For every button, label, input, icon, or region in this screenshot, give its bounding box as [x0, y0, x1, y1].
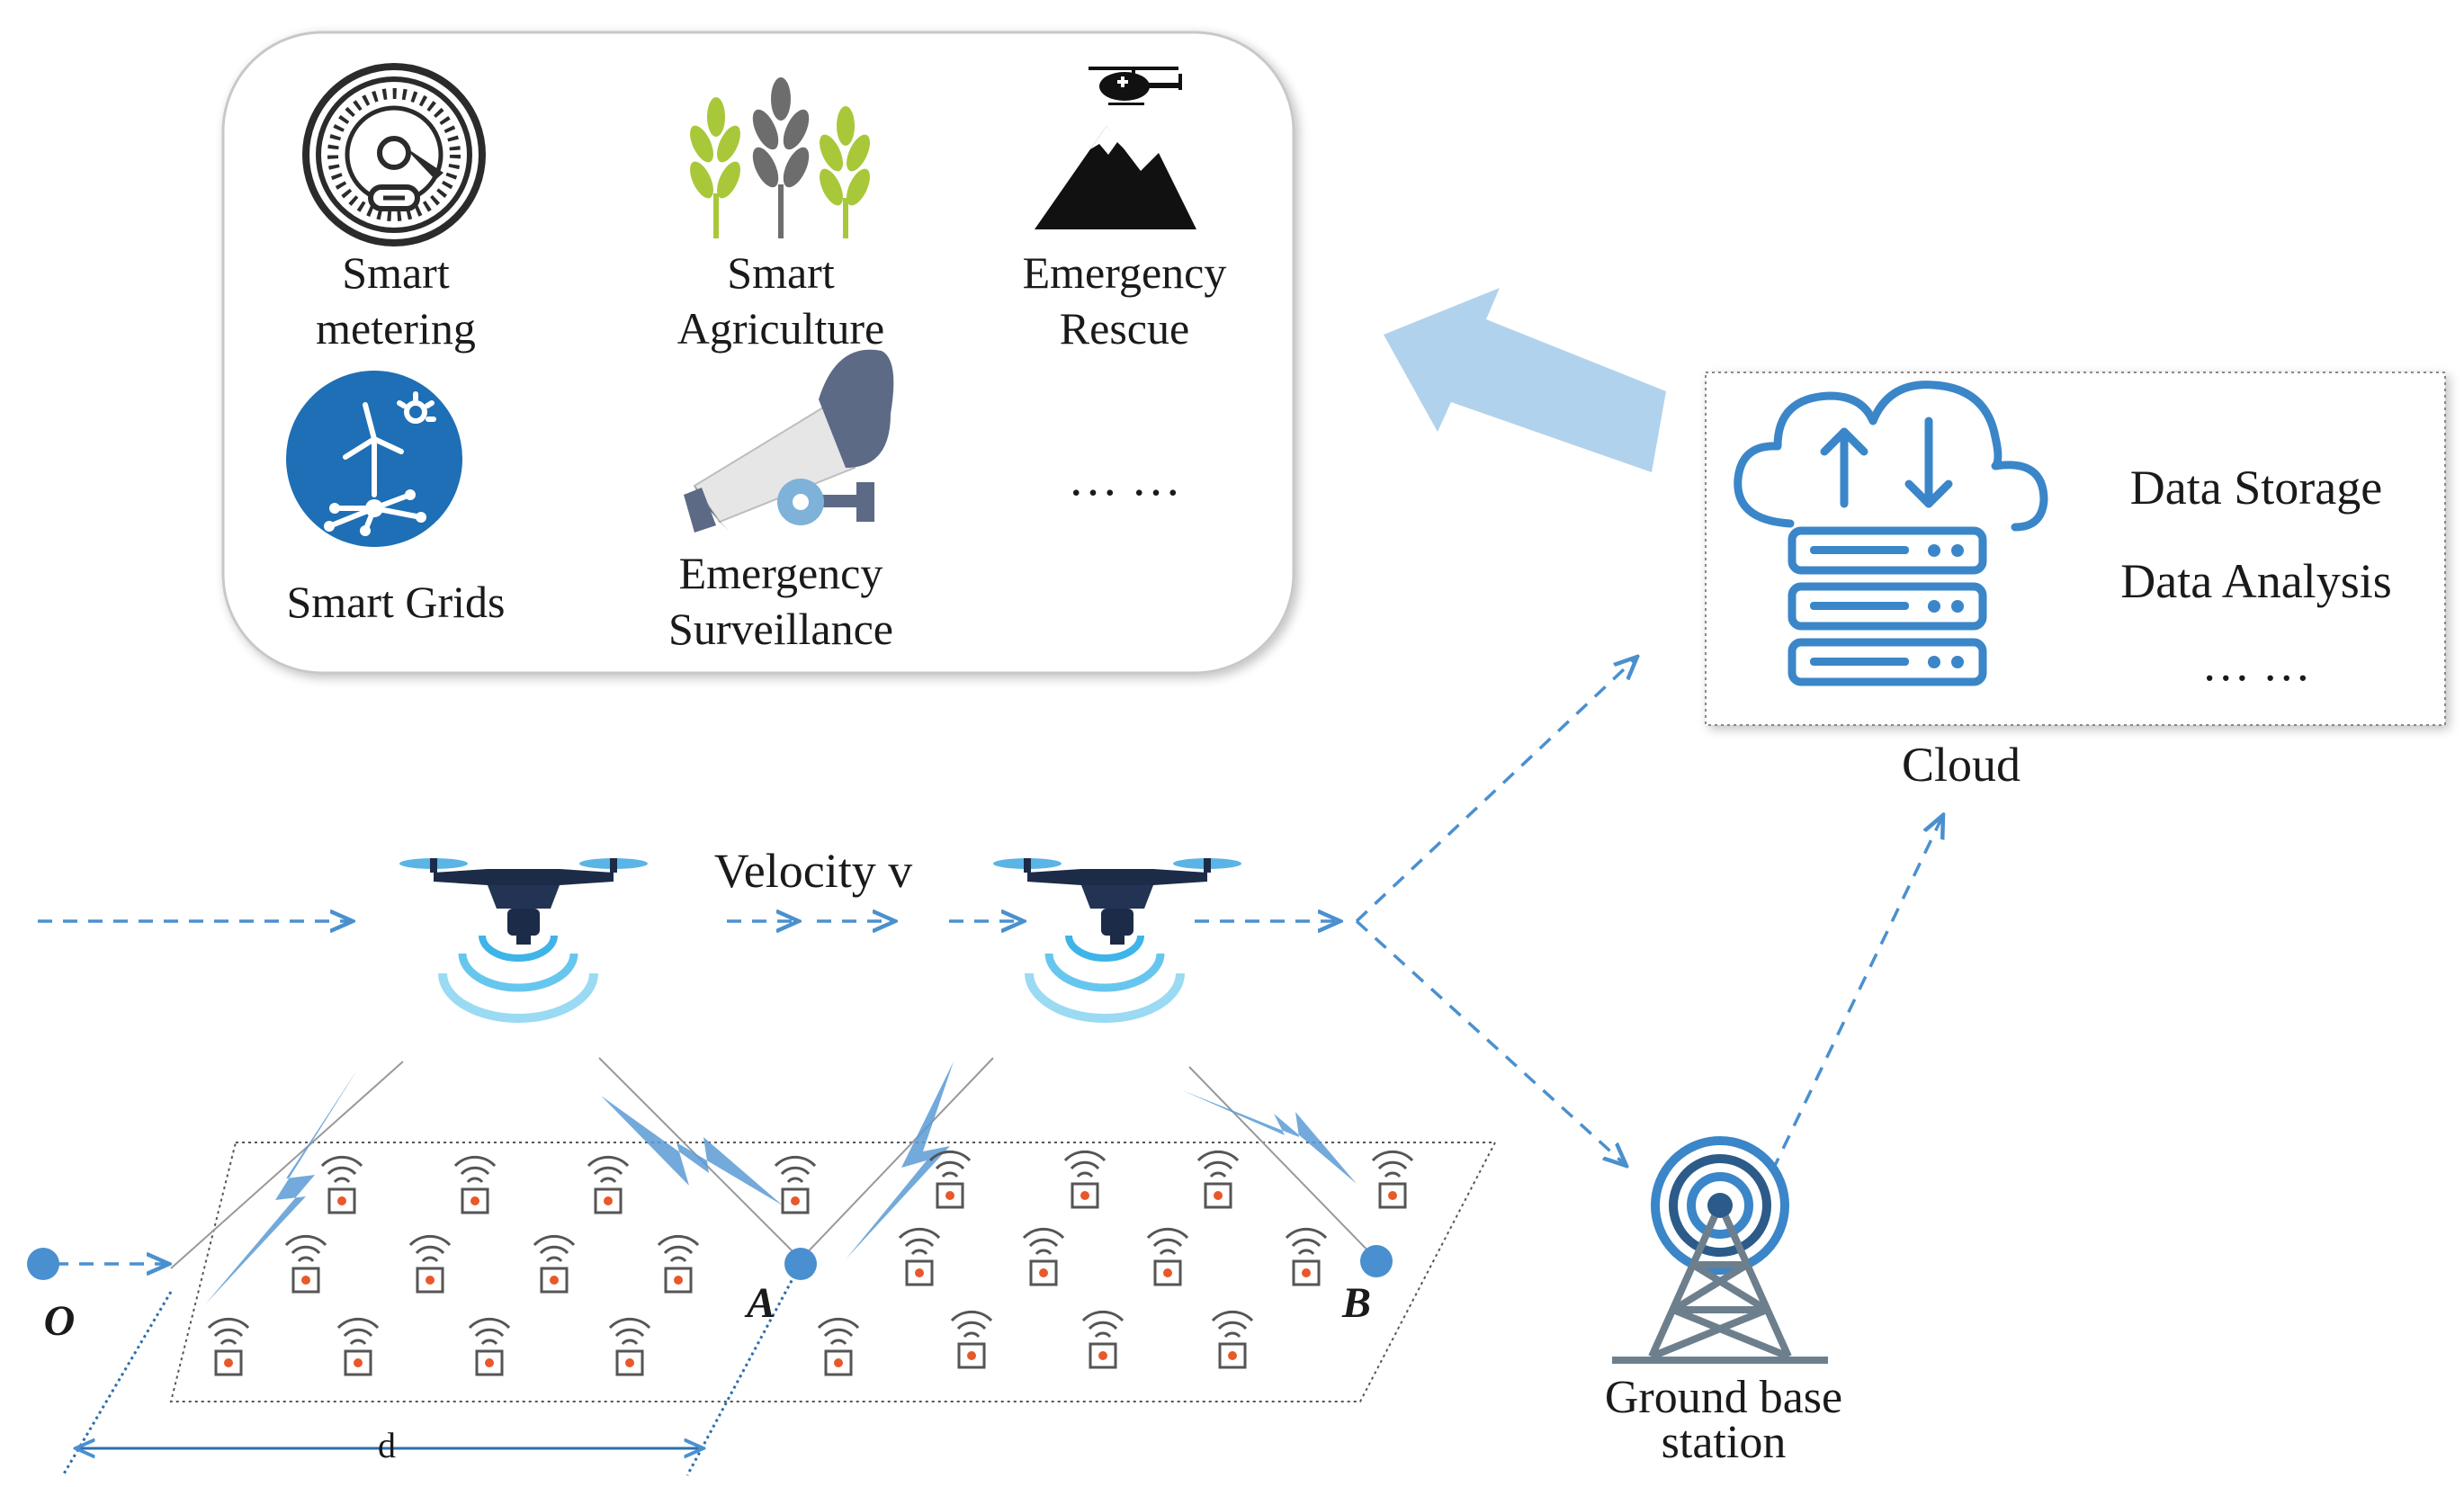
sensor-node [1146, 1227, 1189, 1286]
emergency-rescue-label-line1: Emergency [1023, 247, 1227, 298]
sensor-node [453, 1155, 497, 1214]
point-o-label: O [44, 1297, 76, 1345]
sensor-node [1022, 1227, 1065, 1286]
ground-station-label-line2: station [1662, 1417, 1787, 1468]
server-indicators [1810, 544, 1964, 668]
ground-base-station-icon [1612, 1136, 1828, 1364]
sensor-node [587, 1155, 630, 1214]
big-arrow-to-applications [1384, 288, 1666, 472]
sensor-node [774, 1155, 817, 1214]
sensor-node [336, 1317, 380, 1376]
sensor-node [608, 1317, 651, 1376]
smart-agriculture-label-line2: Agriculture [677, 303, 884, 354]
surveillance-camera-icon [684, 349, 894, 533]
sensor-node [898, 1227, 941, 1286]
mountain-helicopter-icon [1035, 67, 1196, 229]
emergency-surveillance-label-line1: Emergency [679, 548, 883, 598]
grain-icon [690, 77, 870, 238]
data-flow-arrows [38, 657, 1943, 1264]
gauge-icon [302, 63, 486, 246]
route-points [27, 1245, 1393, 1280]
sensor-node [1081, 1310, 1124, 1369]
smart-agriculture-label-line1: Smart [727, 247, 835, 298]
uav-drone-right [993, 858, 1241, 945]
sensor-node [950, 1310, 993, 1369]
wireless-waves-right [1029, 936, 1180, 1018]
sensor-node [284, 1234, 327, 1294]
data-analysis-label: Data Analysis [2120, 554, 2391, 608]
more-applications-ellipsis: … … [1068, 451, 1181, 506]
velocity-label: Velocity v [714, 844, 912, 898]
applications-panel [221, 31, 1295, 675]
cloud-ellipsis: … … [2201, 637, 2311, 691]
point-b-label: B [1341, 1279, 1371, 1327]
data-storage-label: Data Storage [2130, 461, 2382, 515]
uav-drone-left [399, 858, 648, 945]
sensor-node [1196, 1150, 1240, 1209]
sensor-node [533, 1234, 576, 1294]
distance-label: d [378, 1425, 396, 1465]
smart-grids-label: Smart Grids [286, 577, 505, 627]
lightning-bolts [205, 1062, 1357, 1304]
sensor-node [320, 1155, 363, 1214]
point-a-label: A [744, 1279, 775, 1327]
cloud-server-icon [1734, 381, 2048, 686]
cloud-label: Cloud [1902, 738, 2020, 792]
sensor-node [408, 1234, 452, 1294]
emergency-surveillance-label-line2: Surveillance [668, 604, 893, 654]
point-a [784, 1248, 817, 1280]
smart-metering-label-line1: Smart [342, 247, 450, 298]
sensor-field-plane [61, 1142, 1497, 1476]
wireless-waves-left [443, 936, 594, 1018]
sensor-node [657, 1234, 700, 1294]
sensor-node [1285, 1227, 1328, 1286]
sensor-node [1371, 1150, 1414, 1209]
sensor-node [468, 1317, 511, 1376]
ground-station-label-line1: Ground base [1605, 1372, 1842, 1423]
sensor-node [1063, 1150, 1107, 1209]
coverage-lines [170, 1057, 1377, 1269]
point-b [1360, 1245, 1393, 1277]
point-o [27, 1248, 59, 1280]
smart-metering-label-line2: metering [316, 303, 476, 354]
wind-turbine-icon [286, 371, 462, 547]
sensor-node [207, 1317, 250, 1376]
sensor-node [817, 1317, 860, 1376]
sensor-node [1211, 1310, 1254, 1369]
emergency-rescue-label-line2: Rescue [1060, 303, 1189, 354]
